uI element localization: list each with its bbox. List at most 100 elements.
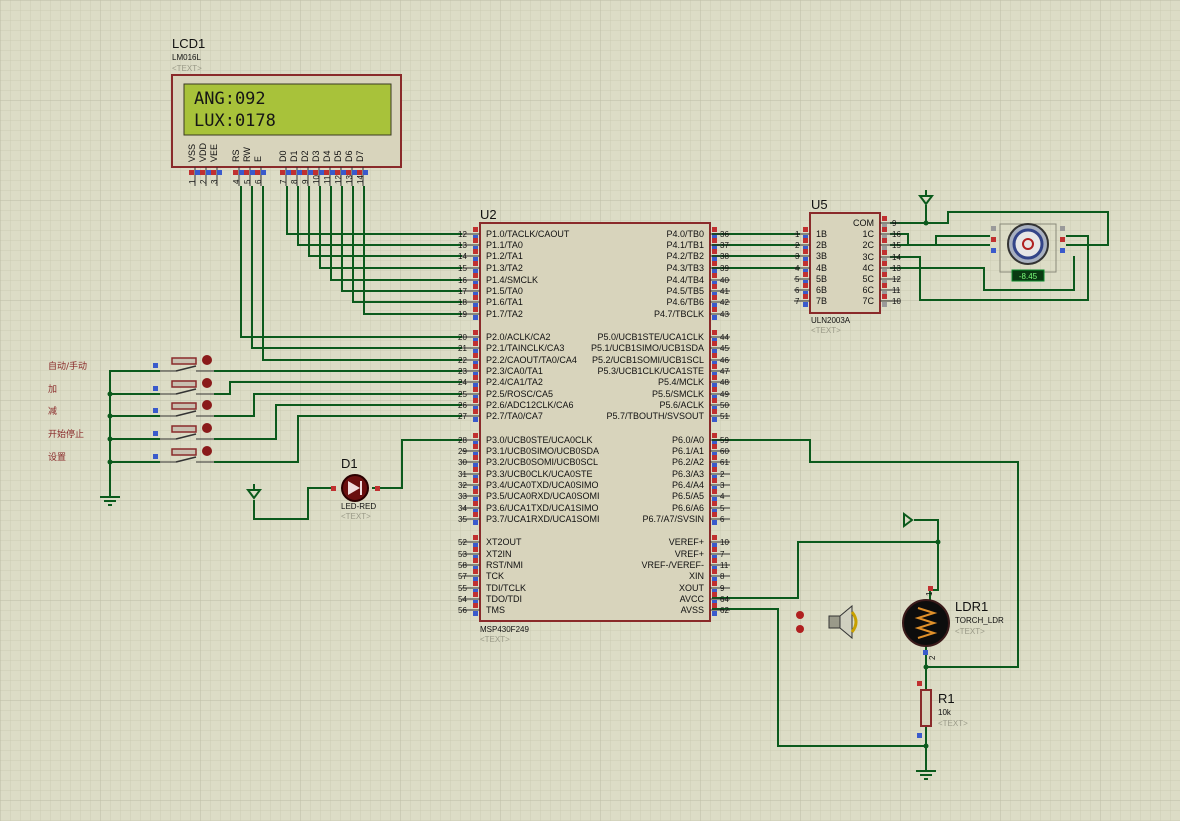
lcd-pin-number: 2 [199, 179, 208, 184]
button-contact [175, 410, 197, 417]
pin-marker [712, 353, 717, 358]
lcd-pin-number: 1 [188, 179, 197, 184]
pin-marker [473, 489, 478, 494]
mcu-right-pin-number: 41 [720, 287, 729, 296]
pin-marker [712, 315, 717, 320]
pin-marker [473, 433, 478, 438]
pin-marker [280, 170, 285, 175]
pin-marker [244, 170, 249, 175]
driver-right-pin-number: 9 [892, 219, 897, 228]
mcu-left-pin-name: RST/NMI [486, 560, 523, 570]
mcu-right-pin-number: 48 [720, 378, 729, 387]
mcu-left-pin-number: 18 [458, 298, 467, 307]
speaker-component[interactable] [796, 604, 858, 640]
pin-marker [882, 227, 887, 232]
driver-right-pin-name: 6C [862, 285, 874, 295]
speaker-terminal [796, 611, 804, 619]
mcu-left-pin-number: 27 [458, 412, 467, 421]
pin-marker [473, 592, 478, 597]
pin-marker [195, 170, 200, 175]
pin-marker [206, 170, 211, 175]
motor-pin [991, 237, 996, 242]
button-contact [175, 365, 197, 372]
mcu-right-pin-name: P5.5/SMCLK [652, 389, 704, 399]
ldr-component[interactable]: 1 2 LDR1 TORCH_LDR <TEXT> [902, 586, 1004, 660]
mcu-left-pin-name: P3.1/UCB0SIMO/UCB0SDA [486, 446, 599, 456]
pin-marker [473, 555, 478, 560]
ldr-pin2-label: 2 [928, 655, 937, 660]
pin-marker [712, 555, 717, 560]
mcu-right-pin-number: 3 [720, 481, 725, 490]
pin-marker [473, 364, 478, 369]
pin-marker [712, 372, 717, 377]
pin-marker [297, 170, 302, 175]
lcd-pin-number: 5 [243, 179, 252, 184]
stepper-motor[interactable]: -8.45 [991, 223, 1065, 282]
lcd-pin-name: RW [242, 147, 252, 162]
mcu-right-pin-number: 2 [720, 470, 725, 479]
pin-marker [882, 283, 887, 288]
pin-marker [712, 512, 717, 517]
mcu-left-pin-name: P2.3/CA0/TA1 [486, 366, 543, 376]
lcd-pin-name: VSS [187, 144, 197, 162]
button-label: 设置 [48, 452, 66, 463]
pin-marker [330, 170, 335, 175]
resistor-component[interactable]: R1 10k <TEXT> [917, 681, 968, 738]
lcd-pin-name: RS [231, 149, 241, 162]
mcu-left-pin-number: 30 [458, 458, 467, 467]
motor-pin [1060, 248, 1065, 253]
mcu-left-pin-name: P2.7/TA0/CA7 [486, 411, 543, 421]
mcu-right-pin-number: 49 [720, 390, 729, 399]
pin-marker [473, 566, 478, 571]
lcd-screen [183, 83, 392, 136]
mcu-right-pin-name: P5.1/UCB1SIMO/UCB1SDA [591, 343, 704, 353]
mcu-left-pin-number: 28 [458, 436, 467, 445]
pin-marker [882, 246, 887, 251]
led-ref: D1 [341, 456, 358, 471]
pin-marker [233, 170, 238, 175]
mcu-right-pin-number: 46 [720, 356, 729, 365]
push-button[interactable]: 设置 [48, 446, 214, 463]
lcd-component[interactable]: LCD1 LM016L <TEXT> ANG:092 LUX:0178 VSS1… [171, 36, 402, 186]
pin-marker [712, 417, 717, 422]
pin-marker [712, 444, 717, 449]
pin-marker [473, 417, 478, 422]
pin-marker [473, 284, 478, 289]
power-terminal-uln [918, 190, 934, 206]
speaker-terminal [796, 625, 804, 633]
pin-marker [357, 170, 362, 175]
push-button[interactable]: 开始停止 [48, 423, 214, 440]
pin-marker [712, 235, 717, 240]
driver-left-pin-number: 2 [795, 241, 800, 250]
mcu-left-pin-number: 25 [458, 390, 467, 399]
pin-marker [286, 170, 291, 175]
speaker-cone [839, 604, 853, 640]
mcu-left-pin-number: 16 [458, 276, 467, 285]
mcu-right-pin-number: 39 [720, 264, 729, 273]
pin-marker [473, 577, 478, 582]
mcu-right-pin-number: 43 [720, 310, 729, 319]
pin-marker [712, 486, 717, 491]
mcu-left-pin-number: 22 [458, 356, 467, 365]
driver-model: ULN2003A [811, 316, 851, 325]
pin-marker [712, 227, 717, 232]
push-button[interactable]: 自动/手动 [48, 355, 214, 372]
led-text-tag: <TEXT> [341, 512, 371, 521]
resistor-value: 10k [938, 708, 952, 717]
lcd-pin-name: D5 [333, 150, 343, 162]
lcd-line2: LUX:0178 [194, 111, 276, 131]
led-component[interactable]: D1 LED-RED <TEXT> [331, 456, 380, 521]
lcd-pin-name: VDD [198, 142, 208, 162]
driver-right-pin-name: 7C [862, 296, 874, 306]
driver-left-pin-name: 2B [816, 240, 827, 250]
push-button[interactable]: 加 [48, 378, 214, 395]
mcu-right-pin-name: P5.7/TBOUTH/SVSOUT [606, 411, 704, 421]
push-button[interactable]: 减 [48, 400, 214, 417]
pin-marker [712, 501, 717, 506]
pin-marker [473, 452, 478, 457]
mcu-left-pin-name: P3.5/UCA0RXD/UCA0SOMI [486, 491, 600, 501]
mcu-left-pin-number: 53 [458, 550, 467, 559]
